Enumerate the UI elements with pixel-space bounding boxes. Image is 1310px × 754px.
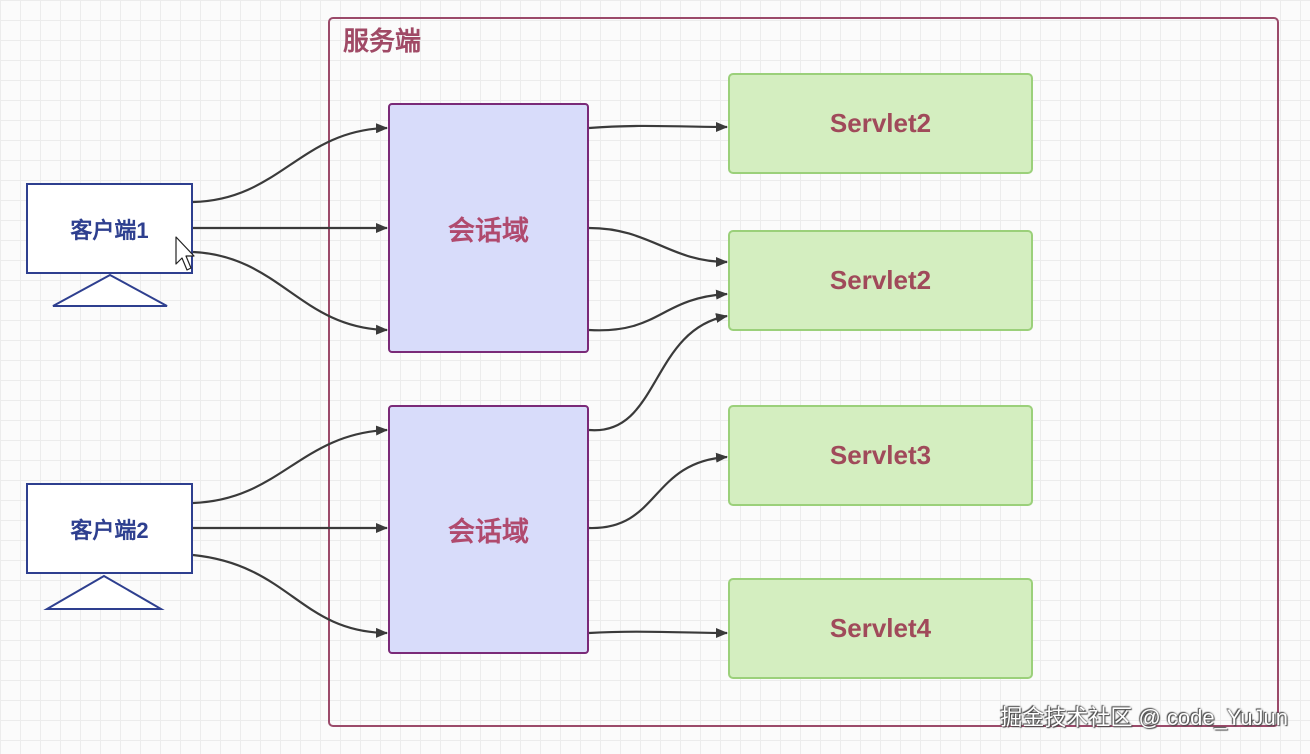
client-1-box: 客户端1 [26,183,193,274]
arrow-session2-servlet2 [588,313,728,432]
server-title: 服务端 [343,26,422,56]
servlet-box-1: Servlet2 [728,73,1033,174]
session-domain-1: 会话域 [388,103,589,353]
arrow-session1-servlet2-b [588,289,728,332]
arrow-client2-session2-top [192,425,388,505]
arrow-client1-session1-bottom [192,250,388,335]
client-1-stand [52,273,168,307]
mouse-cursor-icon [175,236,195,271]
servlet-box-2: Servlet2 [728,230,1033,331]
arrow-session2-servlet3 [588,452,728,530]
server-container [328,17,1279,727]
client-2-stand [43,574,165,610]
servlet-box-3: Servlet3 [728,405,1033,506]
arrow-session1-servlet2-a [588,226,728,267]
arrow-client1-session1-top [192,123,388,204]
arrow-session2-servlet4 [588,627,728,638]
session-domain-2: 会话域 [388,405,589,654]
client-2-box: 客户端2 [26,483,193,574]
servlet-box-4: Servlet4 [728,578,1033,679]
arrow-session1-servlet1 [588,121,728,132]
watermark-text: 掘金技术社区 @ code_YuJun [1000,705,1288,730]
arrow-client2-session2-bottom [192,553,388,638]
